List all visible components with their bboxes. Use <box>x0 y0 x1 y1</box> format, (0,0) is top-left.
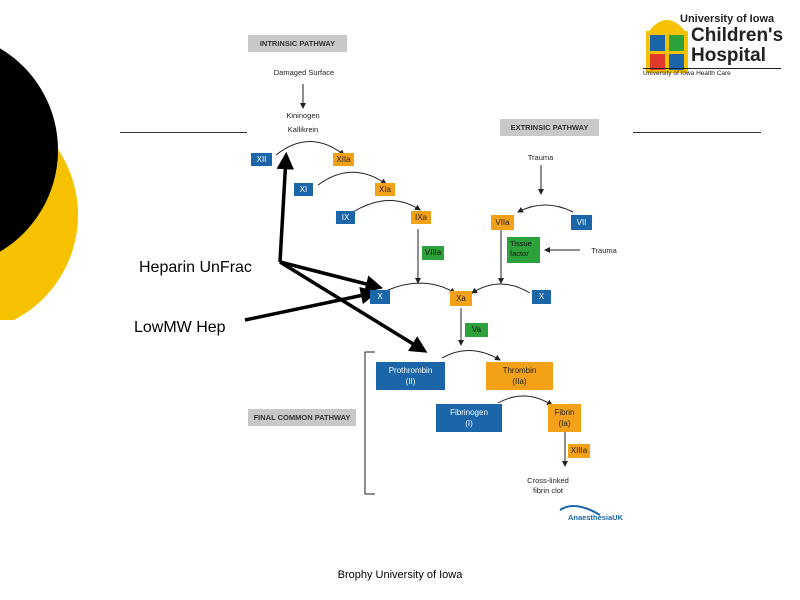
thrombin-box: Thrombin (IIa) <box>486 362 553 390</box>
logo-line-1: University of Iowa <box>680 13 775 25</box>
tissue-factor-box: Tissue factor <box>507 237 540 263</box>
childrens-hospital-logo: University of Iowa Children's Hospital U… <box>640 5 790 83</box>
factor-xi-box: XI <box>294 183 313 196</box>
footer-credit: Brophy University of Iowa <box>337 569 463 581</box>
anaesthesia-swoosh <box>559 505 601 516</box>
prothrombin-box: Prothrombin (II) <box>376 362 445 390</box>
factor-viia-box: VIIa <box>491 215 514 230</box>
factor-va-box: Va <box>465 323 488 337</box>
crosslinked-clot-label: Cross-linked fibrin clot <box>513 476 583 496</box>
heparin-arrow-to-prothrombin <box>279 260 428 353</box>
factor-vii-box: VII <box>571 215 592 230</box>
arc-prothrombin-thrombin <box>441 349 501 361</box>
heparin-unfrac-label: Heparin UnFrac <box>139 259 252 276</box>
clot-line-2: fibrin clot <box>532 486 563 495</box>
factor-viiia-box: VIIIa <box>422 246 444 260</box>
fibrinogen-line-1: Fibrinogen <box>450 408 488 417</box>
trauma-side-label: Trauma <box>591 246 617 255</box>
factor-ix-box: IX <box>336 211 355 224</box>
logo-line-2: Children's <box>691 25 784 46</box>
trauma-top-label: Trauma <box>527 153 554 162</box>
fibrin-line-1: Fibrin <box>554 408 575 417</box>
black-circle <box>0 48 58 252</box>
fibrin-line-2: (Ia) <box>558 419 571 428</box>
factor-xa-box: Xa <box>450 291 472 306</box>
arc-x-left-xa <box>387 282 456 294</box>
arc-fibrinogen-fibrin <box>497 395 553 406</box>
arc-x-right-xa <box>471 283 531 294</box>
tissue-factor-line-2: factor <box>510 249 529 258</box>
lowmw-hep-label: LowMW Hep <box>134 319 226 336</box>
prothrombin-line-2: (II) <box>405 377 416 386</box>
clot-line-1: Cross-linked <box>527 476 569 485</box>
arc-vii-viia <box>517 204 574 213</box>
common-pathway-header: FINAL COMMON PATHWAY <box>248 409 356 426</box>
hospital-logo-icon <box>646 20 688 73</box>
prothrombin-line-1: Prothrombin <box>388 366 433 375</box>
kallikrein-label: Kallikrein <box>287 125 319 134</box>
factor-xii-box: XII <box>251 153 272 166</box>
thrombin-line-2: (IIa) <box>512 377 527 386</box>
thrombin-line-1: Thrombin <box>502 366 537 375</box>
factor-xiiia-box: XIIIa <box>568 444 590 458</box>
common-pathway-bracket <box>364 351 375 495</box>
tissue-factor-line-1: Tissue <box>510 239 532 248</box>
logo-line-3: Hospital <box>691 45 766 66</box>
fibrin-box: Fibrin (Ia) <box>548 404 581 432</box>
fibrinogen-line-2: (I) <box>465 419 473 428</box>
heparin-arrow-to-xii <box>276 151 295 263</box>
factor-x-right-box: X <box>532 290 551 304</box>
heparin-arrow-to-x <box>279 260 384 293</box>
factor-xia-box: XIa <box>375 183 395 196</box>
intrinsic-pathway-header: INTRINSIC PATHWAY <box>248 35 347 52</box>
arc-xi-xia <box>317 171 387 186</box>
fibrinogen-box: Fibrinogen (I) <box>436 404 502 432</box>
anaesthesia-uk-logo: AnaesthesiaUK <box>568 513 624 522</box>
divider-left <box>120 132 247 133</box>
decorative-corner-shapes <box>0 48 78 320</box>
damaged-surface-label: Damaged Surface <box>273 68 335 77</box>
extrinsic-pathway-header: EXTRINSIC PATHWAY <box>500 119 599 136</box>
kininogen-label: Kininogen <box>286 111 320 120</box>
factor-x-left-box: X <box>370 290 390 304</box>
arc-ix-ixa <box>352 200 421 213</box>
arc-xii-xiia <box>275 141 345 156</box>
factor-xiia-box: XIIa <box>333 153 354 166</box>
factor-ixa-box: IXa <box>411 211 431 224</box>
divider-right <box>633 132 761 133</box>
lmwh-arrow-to-x <box>244 286 379 322</box>
logo-line-4: University of Iowa Health Care <box>643 68 781 77</box>
